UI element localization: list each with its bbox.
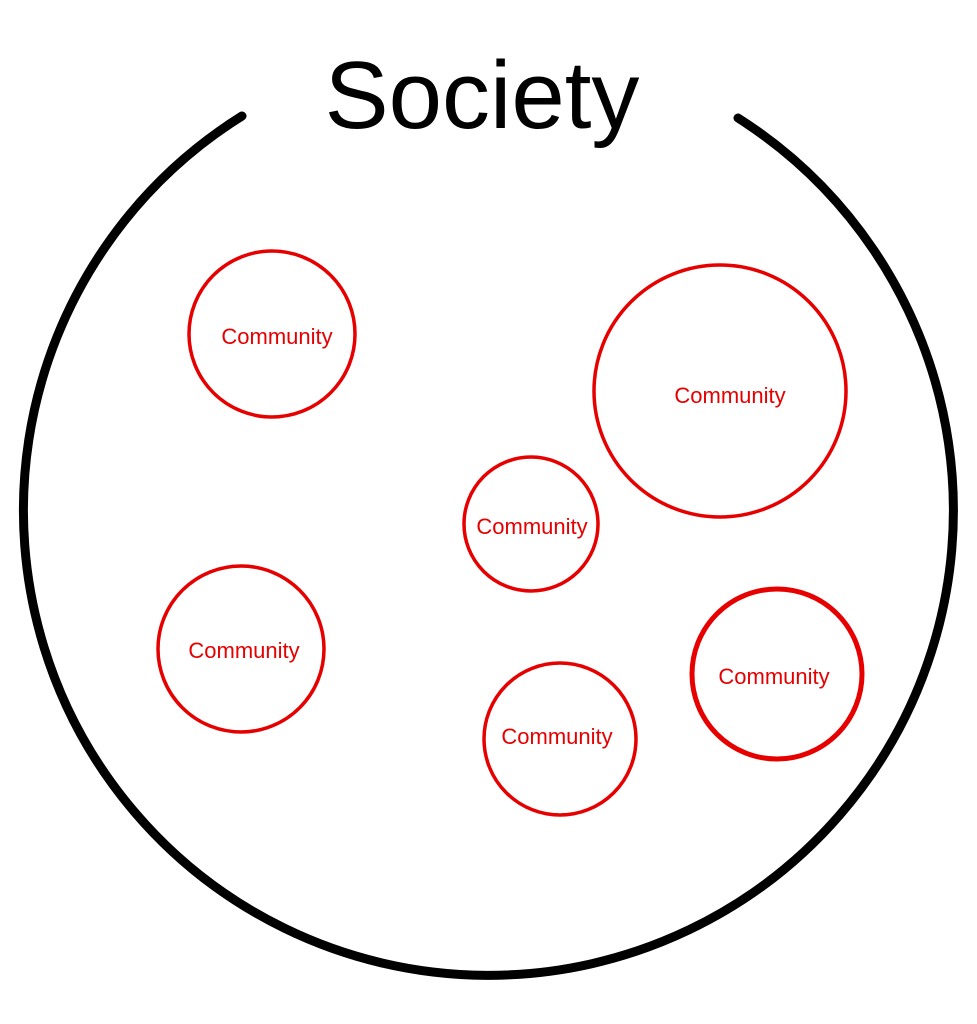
community-circle bbox=[156, 564, 326, 734]
community-node-3: Community bbox=[462, 455, 600, 593]
community-node-4: Community bbox=[156, 564, 326, 734]
community-label: Community bbox=[501, 724, 612, 749]
community-label: Community bbox=[476, 514, 587, 539]
community-label: Community bbox=[674, 383, 785, 408]
community-circle bbox=[462, 455, 600, 593]
community-node-6: Community bbox=[689, 586, 865, 762]
community-label: Community bbox=[188, 638, 299, 663]
community-node-2: Community bbox=[592, 263, 848, 519]
community-circle bbox=[689, 586, 865, 762]
community-label: Community bbox=[221, 324, 332, 349]
community-node-1: Community bbox=[187, 249, 357, 419]
community-circle bbox=[187, 249, 357, 419]
community-circle bbox=[482, 661, 638, 817]
community-label: Community bbox=[718, 664, 829, 689]
community-node-5: Community bbox=[482, 661, 638, 817]
society-title: Society bbox=[325, 42, 640, 149]
society-boundary bbox=[18, 111, 958, 980]
community-circle bbox=[592, 263, 848, 519]
